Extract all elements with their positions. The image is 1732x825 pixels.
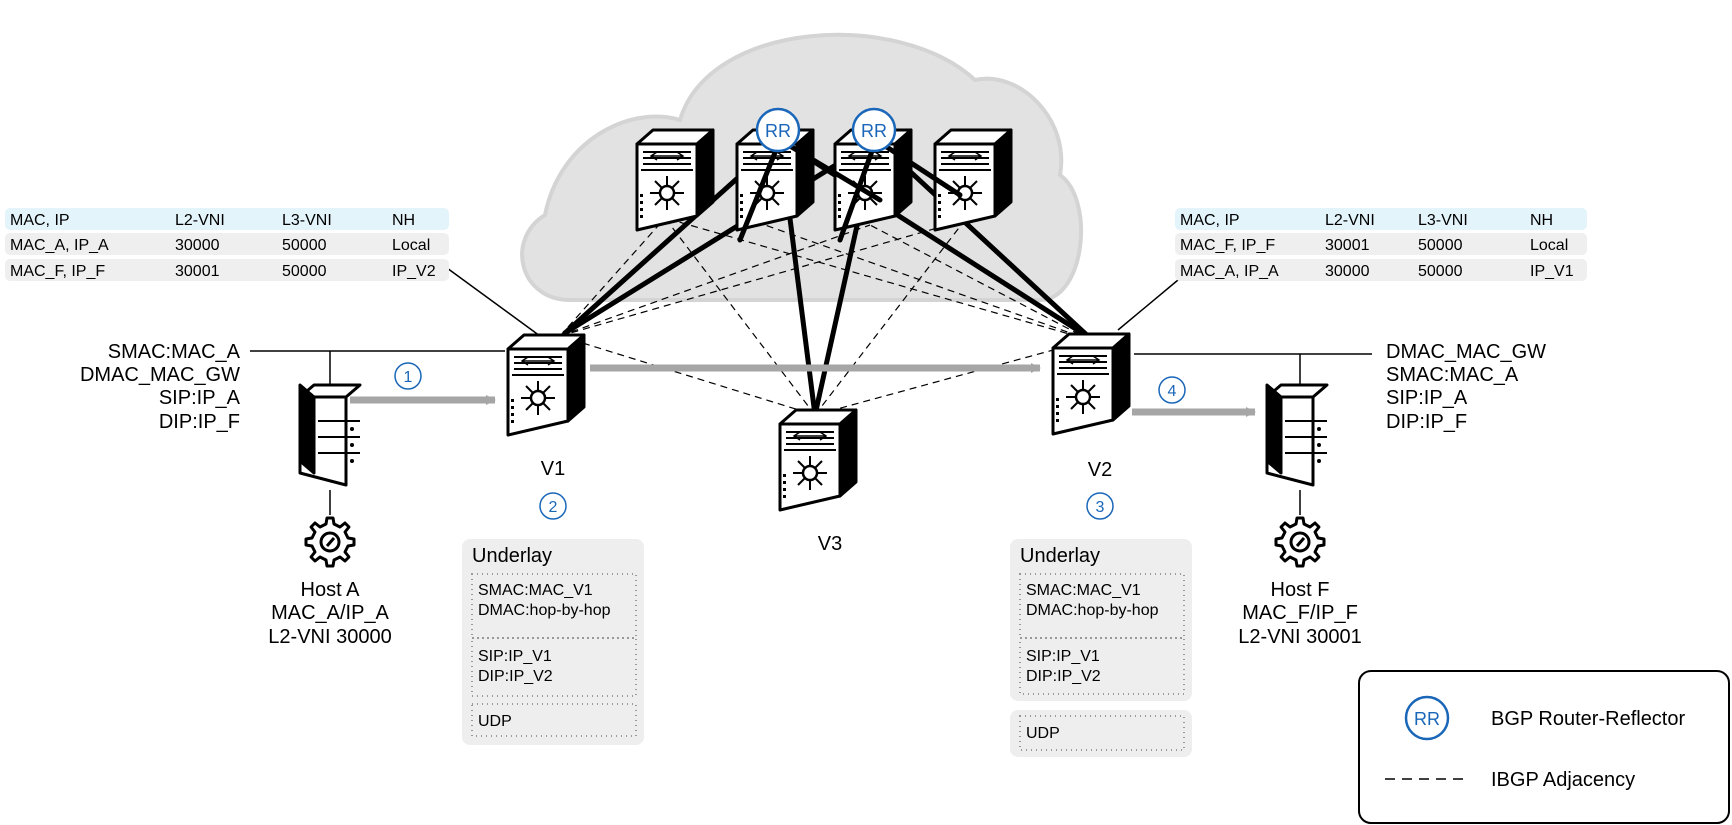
left-packet-line: DIP:IP_F [159, 411, 240, 433]
legend-rr-icon: RR [1404, 695, 1450, 741]
underlay-left-l2: DMAC:hop-by-hop [478, 602, 611, 619]
underlay-right-l2: SMAC:MAC_V1 [1026, 582, 1141, 599]
host-a-vni: L2-VNI 30000 [268, 626, 391, 648]
right-packet-line: DMAC_MAC_GW [1386, 341, 1546, 363]
host-f-gear-icon [1274, 516, 1326, 568]
rr-badge-1: RR [755, 107, 801, 153]
vtep-v1-switch [506, 333, 586, 437]
right-packet-headers: DMAC_MAC_GW SMAC:MAC_A SIP:IP_A DIP:IP_F [1386, 341, 1546, 433]
host-a-address: MAC_A/IP_A [271, 602, 389, 624]
rr-badge-1-label: RR [765, 121, 791, 141]
left-table-cell: 30000 [175, 237, 220, 254]
rr-badge-2: RR [851, 107, 897, 153]
left-table-cell: 30001 [175, 263, 220, 280]
host-a-name: Host A [301, 579, 361, 601]
left-packet-line: SMAC:MAC_A [108, 341, 241, 363]
underlay-left-l4: UDP [478, 713, 512, 730]
right-table-cell: MAC_F, IP_F [1180, 237, 1275, 254]
underlay-right-l4: UDP [1026, 725, 1060, 742]
vtep-v2-switch [1051, 332, 1131, 436]
legend-rr-icon-label: RR [1414, 709, 1440, 729]
step-2-label: 2 [549, 499, 558, 516]
left-table-header-2: L3-VNI [282, 212, 332, 229]
right-packet-line: SMAC:MAC_A [1386, 364, 1519, 386]
left-table-header-3: NH [392, 212, 415, 229]
left-table-cell: 50000 [282, 237, 327, 254]
host-a-caption: Host A MAC_A/IP_A L2-VNI 30000 [268, 579, 391, 648]
host-f-server [1265, 383, 1329, 487]
left-table-cell: MAC_F, IP_F [10, 263, 105, 280]
left-mac-ip-table: MAC, IP L2-VNI L3-VNI NH MAC_A, IP_A 300… [5, 208, 449, 281]
left-table-cell: 50000 [282, 263, 327, 280]
underlay-left-box: Underlay SMAC:MAC_V1 DMAC:hop-by-hop SIP… [462, 539, 644, 745]
right-table-cell: Local [1530, 237, 1568, 254]
right-table-header-1: L2-VNI [1325, 212, 1375, 229]
step-1-label: 1 [404, 369, 413, 386]
step-4-marker: 4 [1158, 376, 1186, 404]
legend-rr-text: BGP Router-Reflector [1491, 708, 1685, 730]
right-table-header-0: MAC, IP [1180, 212, 1240, 229]
right-table-cell: MAC_A, IP_A [1180, 263, 1279, 280]
ibgp-adjacency-lines [559, 217, 1091, 416]
left-packet-headers: SMAC:MAC_A DMAC_MAC_GW SIP:IP_A DIP:IP_F [80, 341, 241, 433]
right-mac-ip-table: MAC, IP L2-VNI L3-VNI NH MAC_F, IP_F 300… [1175, 208, 1587, 281]
underlay-left-l3: DIP:IP_V2 [478, 668, 553, 685]
host-f-vni: L2-VNI 30001 [1238, 626, 1361, 648]
right-table-cell: 50000 [1418, 237, 1463, 254]
vtep-v3-label: V3 [818, 533, 842, 555]
underlay-left-l2: SMAC:MAC_V1 [478, 582, 593, 599]
host-a-gear-icon [304, 516, 356, 568]
underlay-right-l3: SIP:IP_V1 [1026, 648, 1100, 665]
legend: RR BGP Router-Reflector IBGP Adjacency [1358, 670, 1730, 824]
underlay-left-title: Underlay [472, 545, 552, 567]
host-f-address: MAC_F/IP_F [1242, 602, 1358, 624]
right-packet-line: SIP:IP_A [1386, 387, 1468, 409]
left-table-header-1: L2-VNI [175, 212, 225, 229]
underlay-right-l3: DIP:IP_V2 [1026, 668, 1101, 685]
flow-arrows [350, 363, 1256, 417]
right-table-header-2: L3-VNI [1418, 212, 1468, 229]
step-4-label: 4 [1168, 383, 1177, 400]
legend-ibgp-text: IBGP Adjacency [1491, 769, 1635, 791]
underlay-right-box: Underlay SMAC:MAC_V1 DMAC:hop-by-hop SIP… [1010, 539, 1192, 757]
host-f-caption: Host F MAC_F/IP_F L2-VNI 30001 [1238, 579, 1361, 648]
step-2-marker: 2 [539, 492, 567, 520]
left-table-cell: IP_V2 [392, 263, 436, 280]
connector-lines [250, 267, 1372, 515]
right-packet-line: DIP:IP_F [1386, 411, 1467, 433]
right-table-cell: 50000 [1418, 263, 1463, 280]
right-table-cell: 30001 [1325, 237, 1370, 254]
left-table-cell: MAC_A, IP_A [10, 237, 109, 254]
right-table-cell: IP_V1 [1530, 263, 1574, 280]
vtep-v2-label: V2 [1088, 459, 1112, 481]
step-1-marker: 1 [394, 362, 422, 390]
left-packet-line: DMAC_MAC_GW [80, 364, 240, 386]
underlay-right-title: Underlay [1020, 545, 1100, 567]
right-table-header-3: NH [1530, 212, 1553, 229]
host-f-name: Host F [1271, 579, 1330, 601]
underlay-left-l3: SIP:IP_V1 [478, 648, 552, 665]
vtep-v1-label: V1 [541, 458, 565, 480]
left-table-header-0: MAC, IP [10, 212, 70, 229]
right-table-cell: 30000 [1325, 263, 1370, 280]
vtep-v3-switch [778, 408, 858, 512]
left-table-cell: Local [392, 237, 430, 254]
step-3-label: 3 [1096, 499, 1105, 516]
rr-badge-2-label: RR [861, 121, 887, 141]
underlay-right-l2: DMAC:hop-by-hop [1026, 602, 1159, 619]
left-packet-line: SIP:IP_A [159, 387, 241, 409]
step-3-marker: 3 [1086, 492, 1114, 520]
spine-links-overlay [737, 137, 963, 243]
